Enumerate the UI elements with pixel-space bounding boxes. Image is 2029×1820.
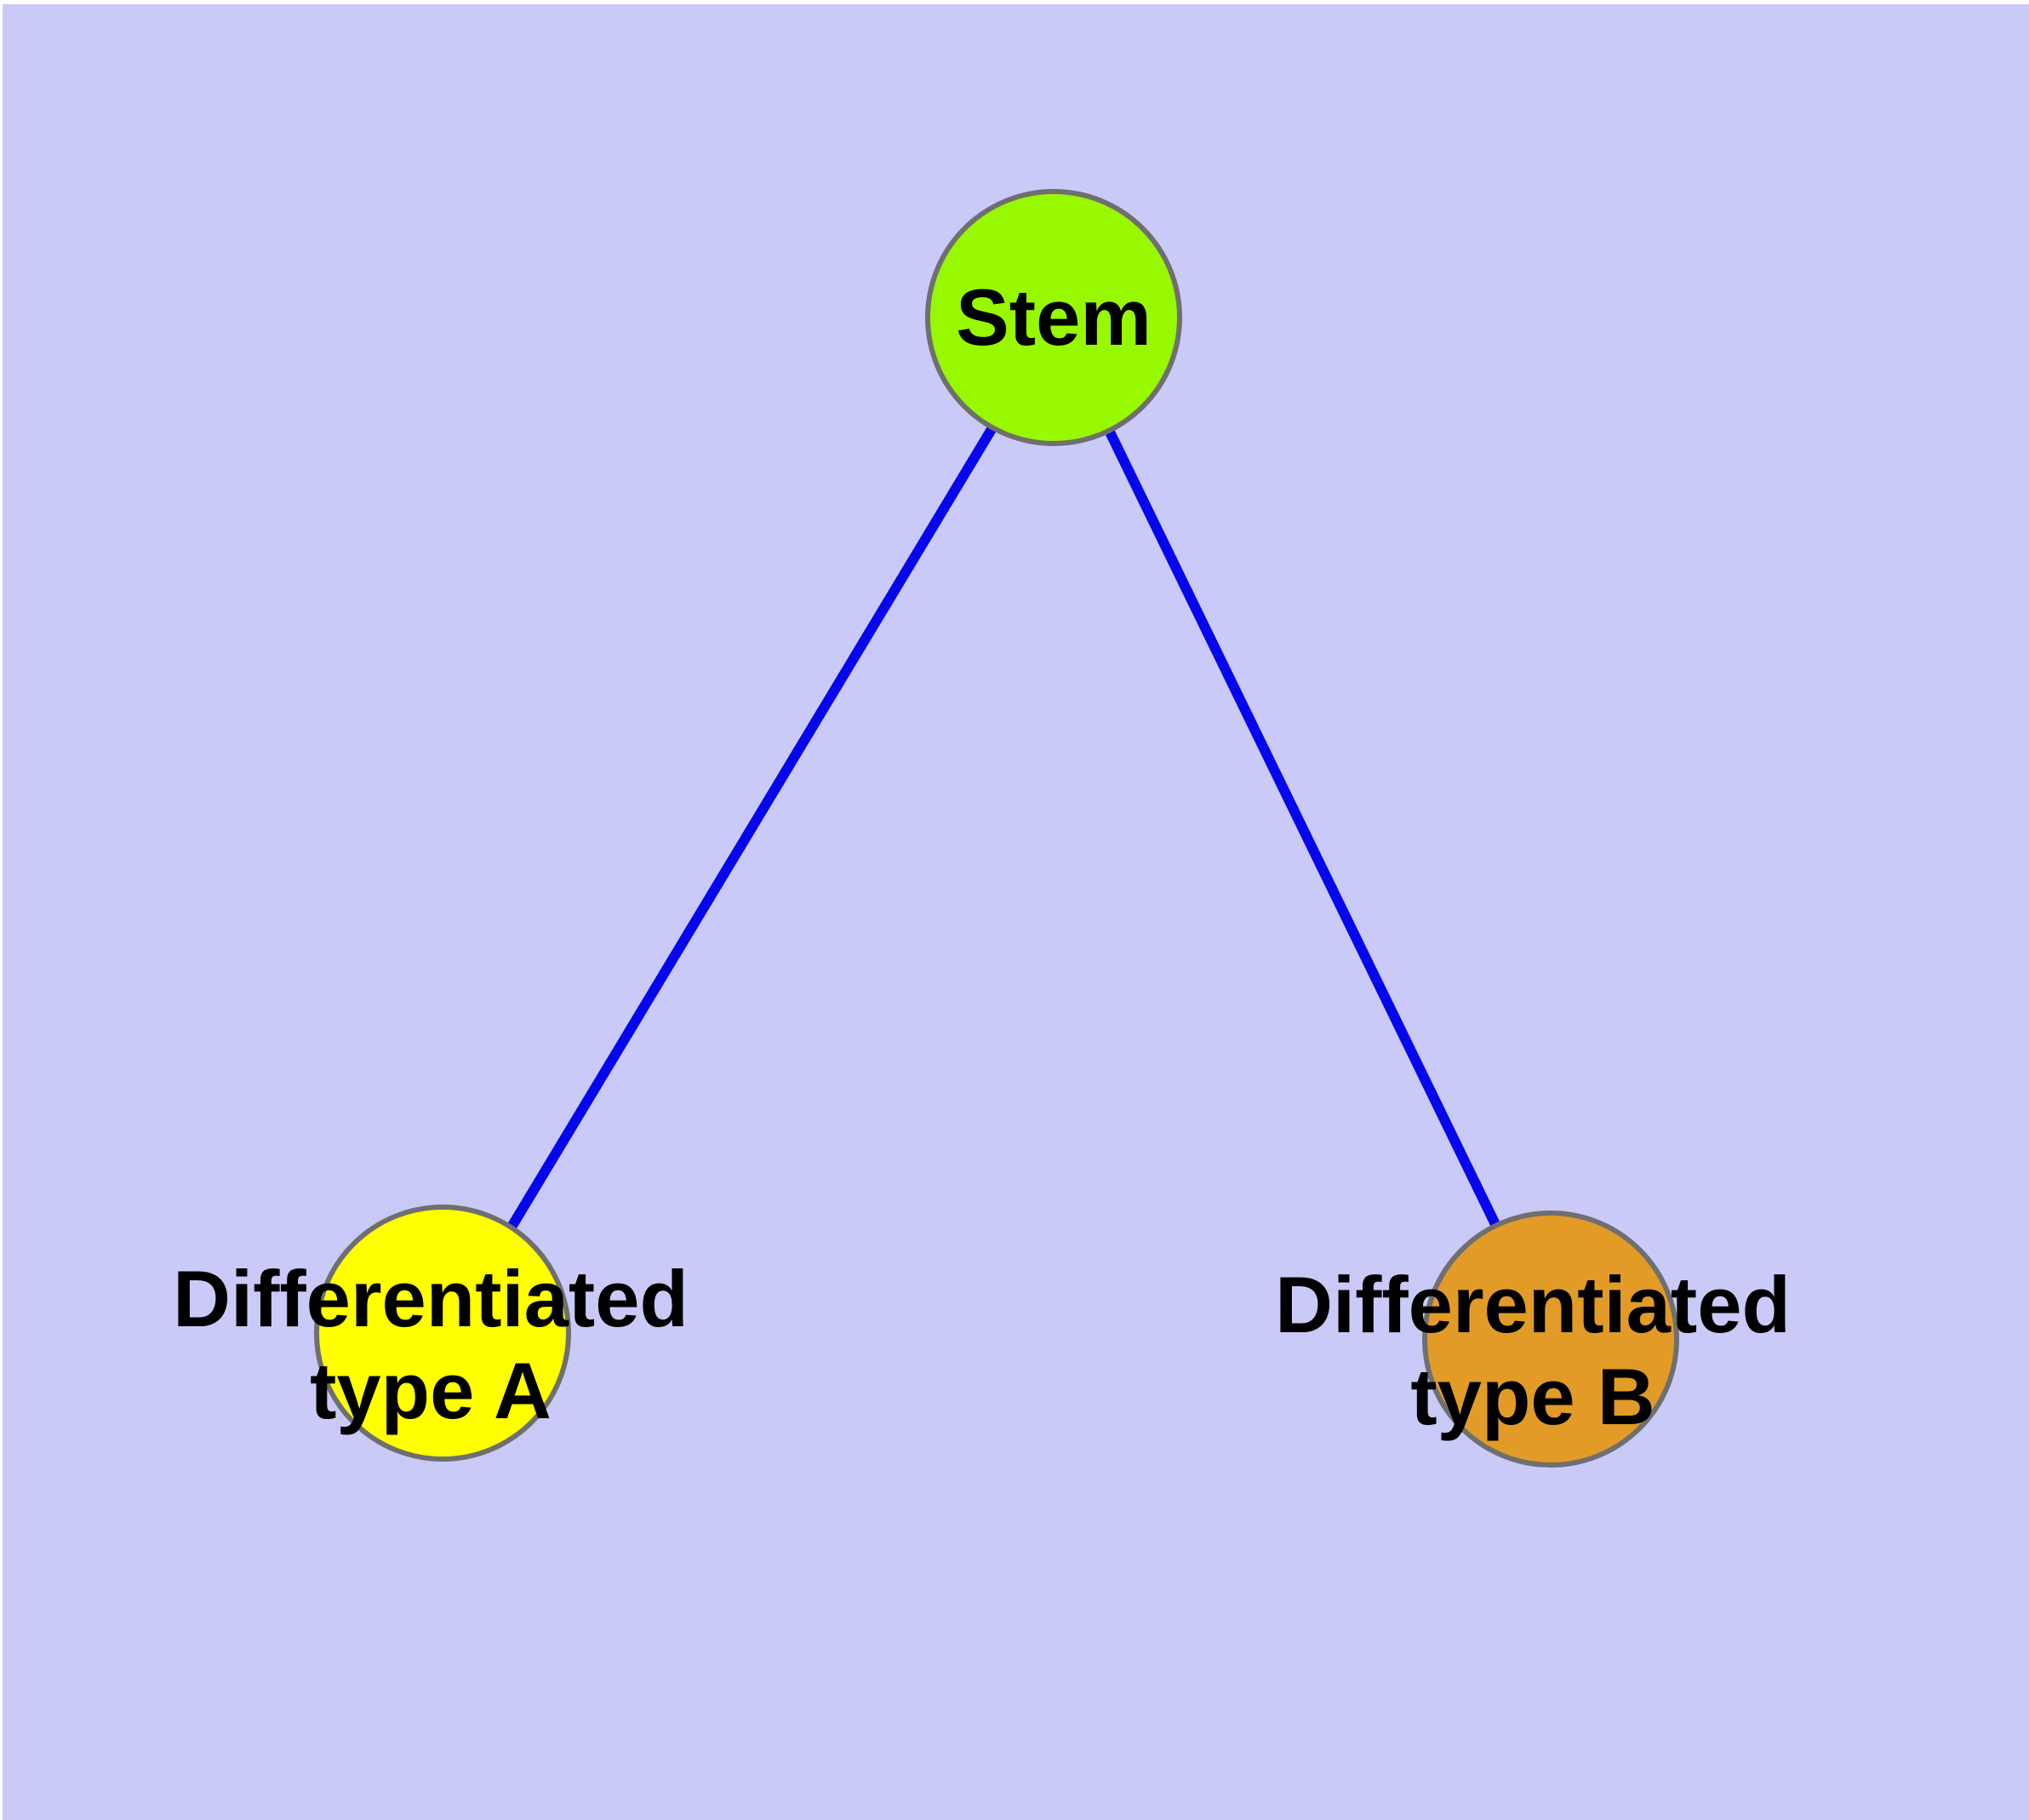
node-differentiated-type-b-label: Differentiated type B [1150,1259,1916,1443]
node-b-label-line2: type B [1410,1352,1655,1441]
edge-stem-to-type-b [1051,319,1558,1346]
node-b-label-line1: Differentiated [1275,1260,1791,1349]
edge-stem-to-type-a [440,318,1061,1341]
node-a-label-line2: type A [310,1346,552,1435]
edges-layer [440,318,1558,1346]
node-differentiated-type-a [314,1205,571,1462]
node-differentiated-type-b [1422,1210,1679,1468]
node-a-label-line1: Differentiated [173,1254,689,1343]
node-stem-label: Stem [956,272,1152,362]
node-differentiated-type-a-label: Differentiated type A [48,1253,814,1437]
node-stem: Stem [925,189,1182,446]
